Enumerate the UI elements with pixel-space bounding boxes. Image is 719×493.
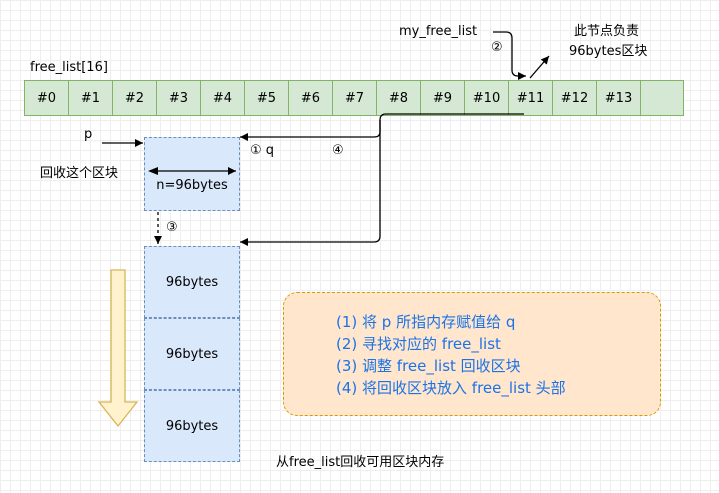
note-step-3: (3) 调整 free_list 回收区块 <box>336 357 521 375</box>
list-block-label: 96bytes <box>165 274 219 290</box>
steps-note-box: (1) 将 p 所指内存赋值给 q (2) 寻找对应的 free_list (3… <box>283 292 661 416</box>
free-list-slot <box>641 81 683 115</box>
list-block: 96bytes <box>144 246 240 318</box>
list-block: 96bytes <box>144 318 240 390</box>
pointer-p-label: p <box>84 127 93 142</box>
step-4-marker: ④ <box>332 143 344 158</box>
free-list-slot: #10 <box>465 81 509 115</box>
note-step-2: (2) 寻找对应的 free_list <box>336 335 501 353</box>
free-list-slot: #12 <box>553 81 597 115</box>
note-step-1: (1) 将 p 所指内存赋值给 q <box>336 313 516 331</box>
recycled-block: n=96bytes <box>144 137 240 211</box>
big-down-arrow <box>97 269 139 428</box>
free-list-slot: #5 <box>245 81 289 115</box>
free-list-slot: #6 <box>289 81 333 115</box>
step-2-marker: ② <box>491 40 503 55</box>
node-note-line1: 此节点负责 <box>574 24 640 39</box>
free-list-slot: #3 <box>157 81 201 115</box>
free-list-slot: #11 <box>509 81 553 115</box>
node-note-arrow <box>529 55 550 79</box>
recycled-block-label: n=96bytes <box>156 178 228 193</box>
step-3-marker: ③ <box>166 220 178 235</box>
list-block-label: 96bytes <box>165 418 219 434</box>
free-list-slot: #9 <box>421 81 465 115</box>
free-list-slot: #0 <box>25 81 69 115</box>
free-list-label: free_list[16] <box>30 60 108 75</box>
note-step-4: (4) 将回收区块放入 free_list 头部 <box>336 379 566 397</box>
free-list-head-to-list-arrow <box>240 120 381 246</box>
recycle-block-label: 回收这个区块 <box>40 166 119 181</box>
pointer-q-label: ① q <box>250 143 275 158</box>
free-list-slot: #13 <box>597 81 641 115</box>
my-free-list-label: my_free_list <box>399 24 478 39</box>
free-list-head-to-q-arrow <box>240 113 524 141</box>
free-list-slot: #2 <box>113 81 157 115</box>
free-list-slot: #7 <box>333 81 377 115</box>
free-list-slot: #4 <box>201 81 245 115</box>
list-block: 96bytes <box>144 390 240 462</box>
diagram-caption: 从free_list回收可用区块内存 <box>276 455 445 470</box>
node-note-line2: 96bytes区块 <box>569 44 648 59</box>
list-block-label: 96bytes <box>165 346 219 362</box>
free-list-slot: #8 <box>377 81 421 115</box>
free-list-slot: #1 <box>69 81 113 115</box>
free-list-array: #0 #1 #2 #3 #4 #5 #6 #7 #8 #9 #10 #11 #1… <box>24 80 684 116</box>
